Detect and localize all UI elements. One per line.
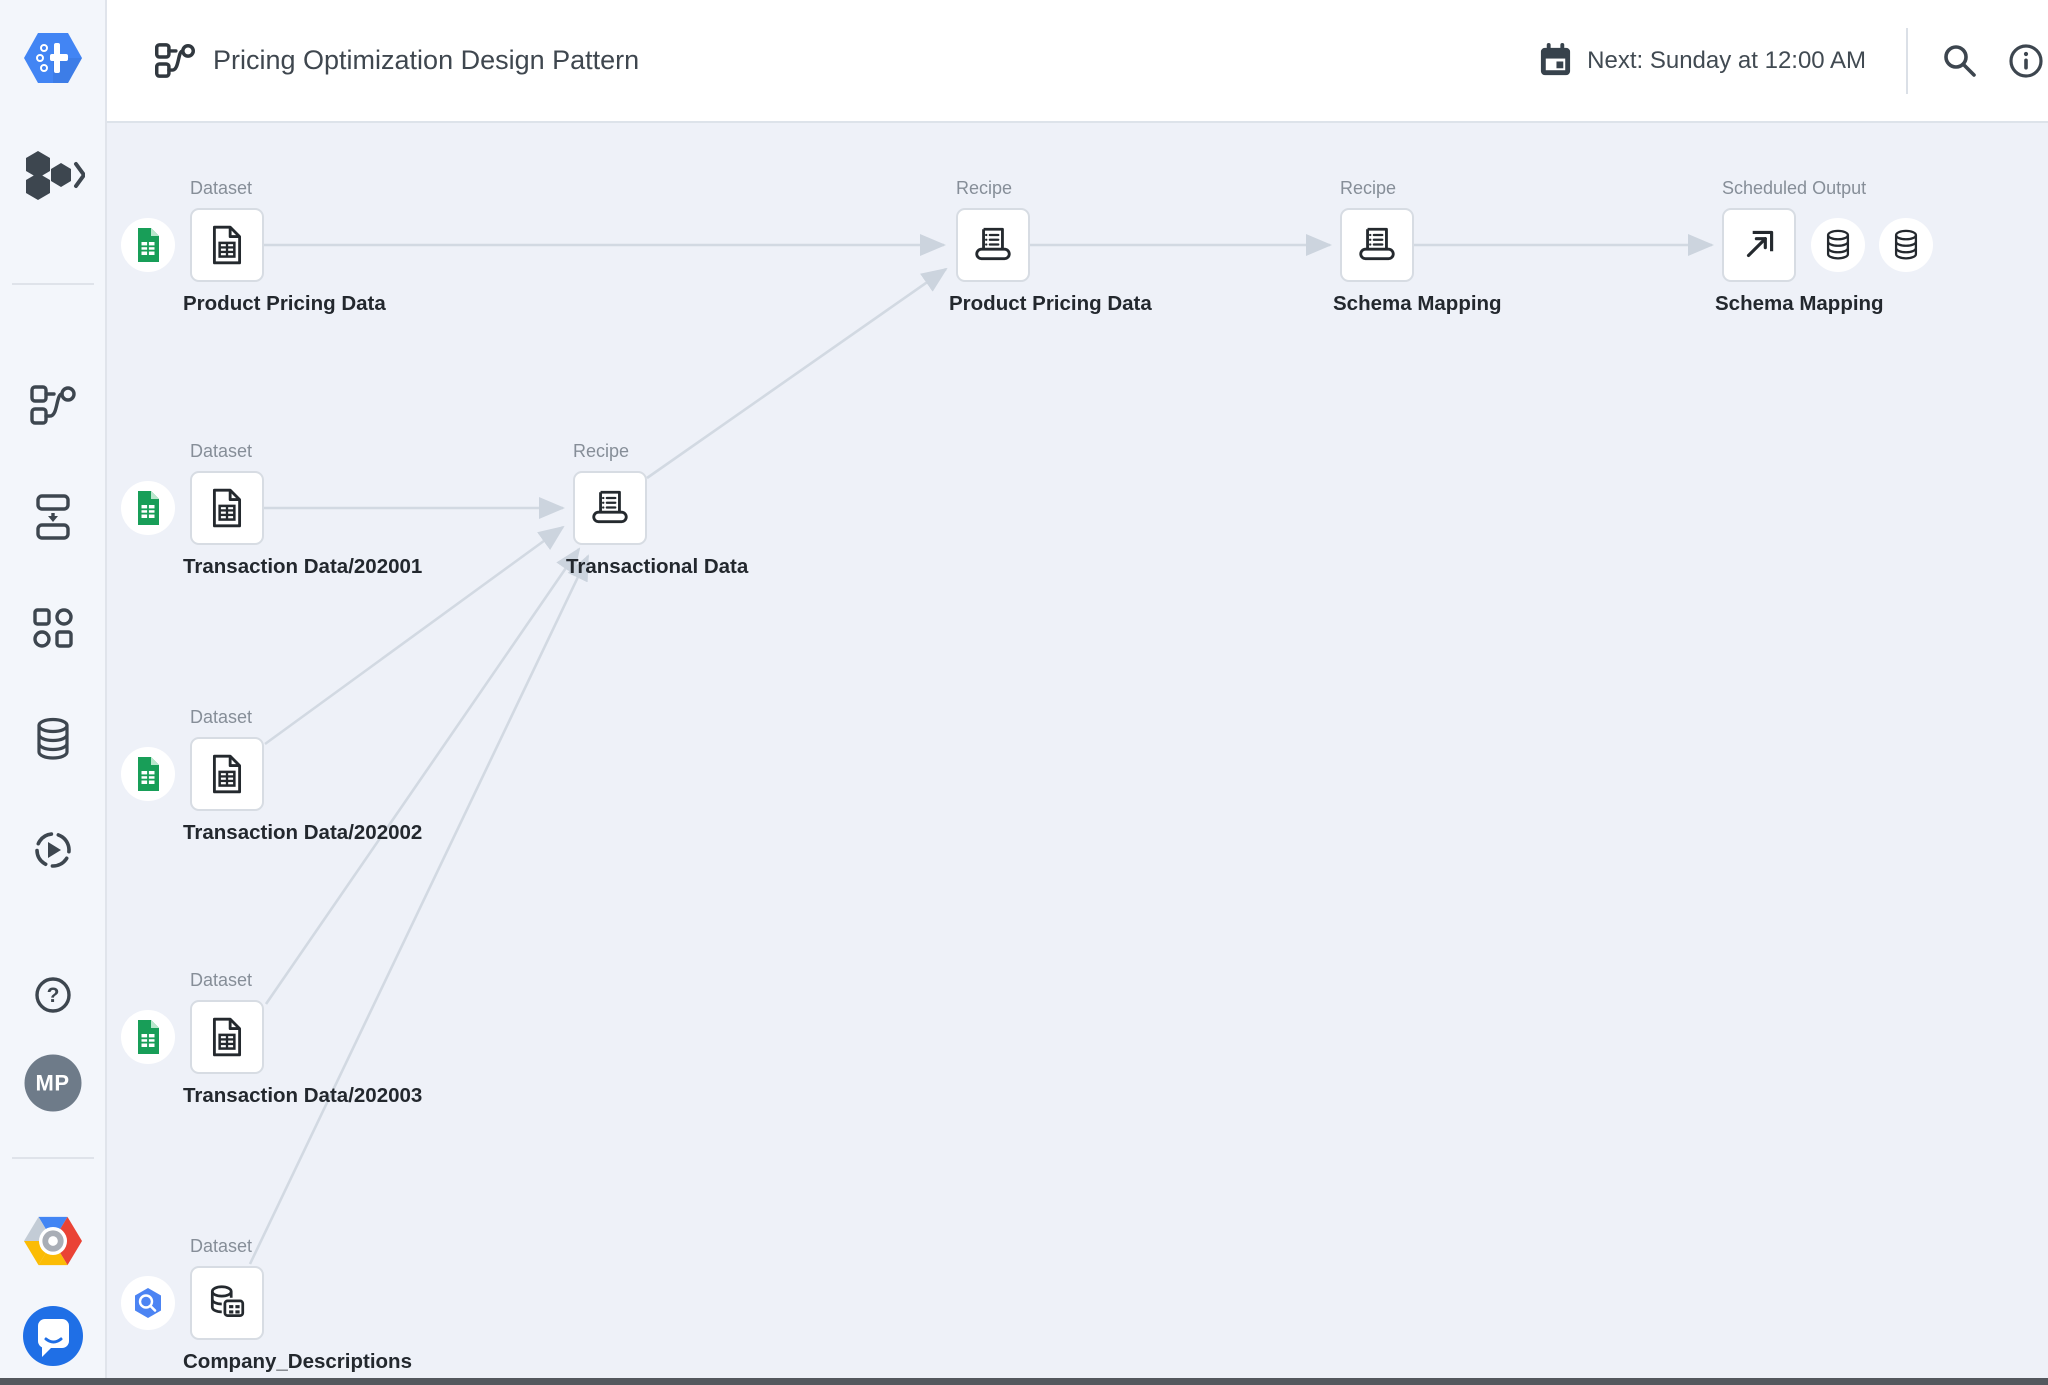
output-destination-db[interactable]	[1879, 218, 1933, 272]
sidebar-divider	[12, 283, 94, 285]
node-kind-label: Dataset	[190, 178, 253, 198]
dataset-card[interactable]	[190, 471, 264, 545]
node-name-label: Transaction Data/202003	[183, 1084, 423, 1107]
output-publish-icon	[1746, 230, 1774, 258]
search-button[interactable]	[1932, 33, 1988, 89]
bottom-edge-strip	[0, 1378, 2048, 1385]
page-title: Pricing Optimization Design Pattern	[213, 45, 640, 75]
recipe-icon	[975, 227, 1011, 261]
dataset-file-icon	[212, 225, 242, 265]
dataset-file-icon	[212, 1017, 242, 1057]
top-header: Pricing Optimization Design Pattern Next…	[107, 0, 2048, 123]
flow-title-icon	[155, 43, 195, 78]
database-icon	[1826, 229, 1850, 260]
search-icon	[1944, 44, 1976, 77]
avatar-initials: MP	[35, 1070, 70, 1095]
sidebar-item-connections[interactable]	[34, 717, 72, 761]
next-schedule-text: Next: Sunday at 12:00 AM	[1587, 46, 1866, 74]
google-sheets-icon	[138, 491, 159, 525]
recipe-card[interactable]	[573, 471, 647, 545]
job-run-icon	[34, 832, 71, 868]
left-sidebar: ? MP	[0, 0, 107, 1385]
recipe-icon	[592, 490, 628, 524]
node-name-label: Transaction Data/202001	[183, 555, 423, 578]
sidebar-item-job-history[interactable]	[33, 830, 73, 870]
node-kind-label: Dataset	[190, 707, 253, 727]
next-schedule: Next: Sunday at 12:00 AM	[1538, 43, 1866, 78]
scheduled-output-card[interactable]	[1722, 208, 1796, 282]
hexagons-menu-icon	[25, 151, 85, 200]
google-sheets-badge	[121, 747, 175, 801]
support-chat-button[interactable]	[22, 1306, 83, 1366]
recipe-card[interactable]	[956, 208, 1030, 282]
dataset-card[interactable]	[190, 1000, 264, 1074]
chat-icon	[22, 1306, 83, 1366]
library-grid-icon	[32, 608, 73, 648]
node-name-label: Product Pricing Data	[183, 292, 386, 315]
node-kind-label: Recipe	[956, 178, 1013, 198]
node-kind-label: Recipe	[1340, 178, 1397, 198]
node-name-label: Schema Mapping	[1715, 292, 1884, 315]
google-cloud-icon	[23, 1216, 82, 1266]
node-name-label: Transactional Data	[566, 555, 749, 578]
node-name-label: Schema Mapping	[1333, 292, 1502, 315]
sidebar-item-help[interactable]: ?	[34, 976, 72, 1014]
database-icon	[36, 717, 69, 760]
plan-icon	[35, 494, 70, 540]
svg-text:?: ?	[46, 984, 59, 1007]
node-name-label: Product Pricing Data	[949, 292, 1152, 315]
google-sheets-badge	[121, 481, 175, 535]
output-destination-db[interactable]	[1811, 218, 1865, 272]
sidebar-item-datasets[interactable]	[21, 147, 85, 203]
dataset-card[interactable]	[190, 1266, 264, 1340]
header-divider	[1906, 27, 1908, 94]
node-name-label: Transaction Data/202002	[183, 821, 423, 844]
bigquery-table-icon	[210, 1285, 245, 1317]
google-sheets-icon	[138, 228, 159, 262]
dataprep-logo	[23, 33, 82, 83]
sidebar-item-flows[interactable]	[29, 385, 76, 425]
info-icon	[2009, 43, 2043, 78]
google-sheets-badge	[121, 218, 175, 272]
sidebar-divider	[12, 1157, 94, 1159]
google-sheets-badge	[121, 1010, 175, 1064]
node-kind-label: Recipe	[573, 441, 630, 461]
node-name-label: Company_Descriptions	[183, 1350, 412, 1373]
node-kind-label: Dataset	[190, 970, 253, 990]
info-button[interactable]	[1998, 33, 2048, 89]
sidebar-item-plans[interactable]	[35, 494, 71, 540]
dataset-card[interactable]	[190, 208, 264, 282]
database-icon	[1894, 229, 1918, 260]
node-kind-label: Dataset	[190, 1236, 253, 1256]
recipe-card[interactable]	[1340, 208, 1414, 282]
user-avatar[interactable]: MP	[24, 1054, 81, 1112]
dataprep-logo-icon[interactable]	[23, 31, 83, 85]
calendar-icon	[1541, 43, 1571, 76]
node-kind-label: Dataset	[190, 441, 253, 461]
google-sheets-icon	[138, 1020, 159, 1054]
dataset-file-icon	[212, 754, 242, 794]
bigquery-badge	[121, 1276, 175, 1330]
flow-icon	[29, 385, 76, 425]
sidebar-item-library[interactable]	[32, 608, 73, 648]
google-sheets-icon	[138, 757, 159, 791]
recipe-icon	[1359, 227, 1395, 261]
node-kind-label: Scheduled Output	[1722, 178, 1867, 198]
avatar: MP	[24, 1054, 81, 1112]
dataset-card[interactable]	[190, 737, 264, 811]
sidebar-item-google-cloud[interactable]	[23, 1215, 82, 1267]
dataset-file-icon	[212, 488, 242, 528]
help-icon: ?	[34, 977, 71, 1013]
bigquery-icon	[135, 1288, 161, 1318]
